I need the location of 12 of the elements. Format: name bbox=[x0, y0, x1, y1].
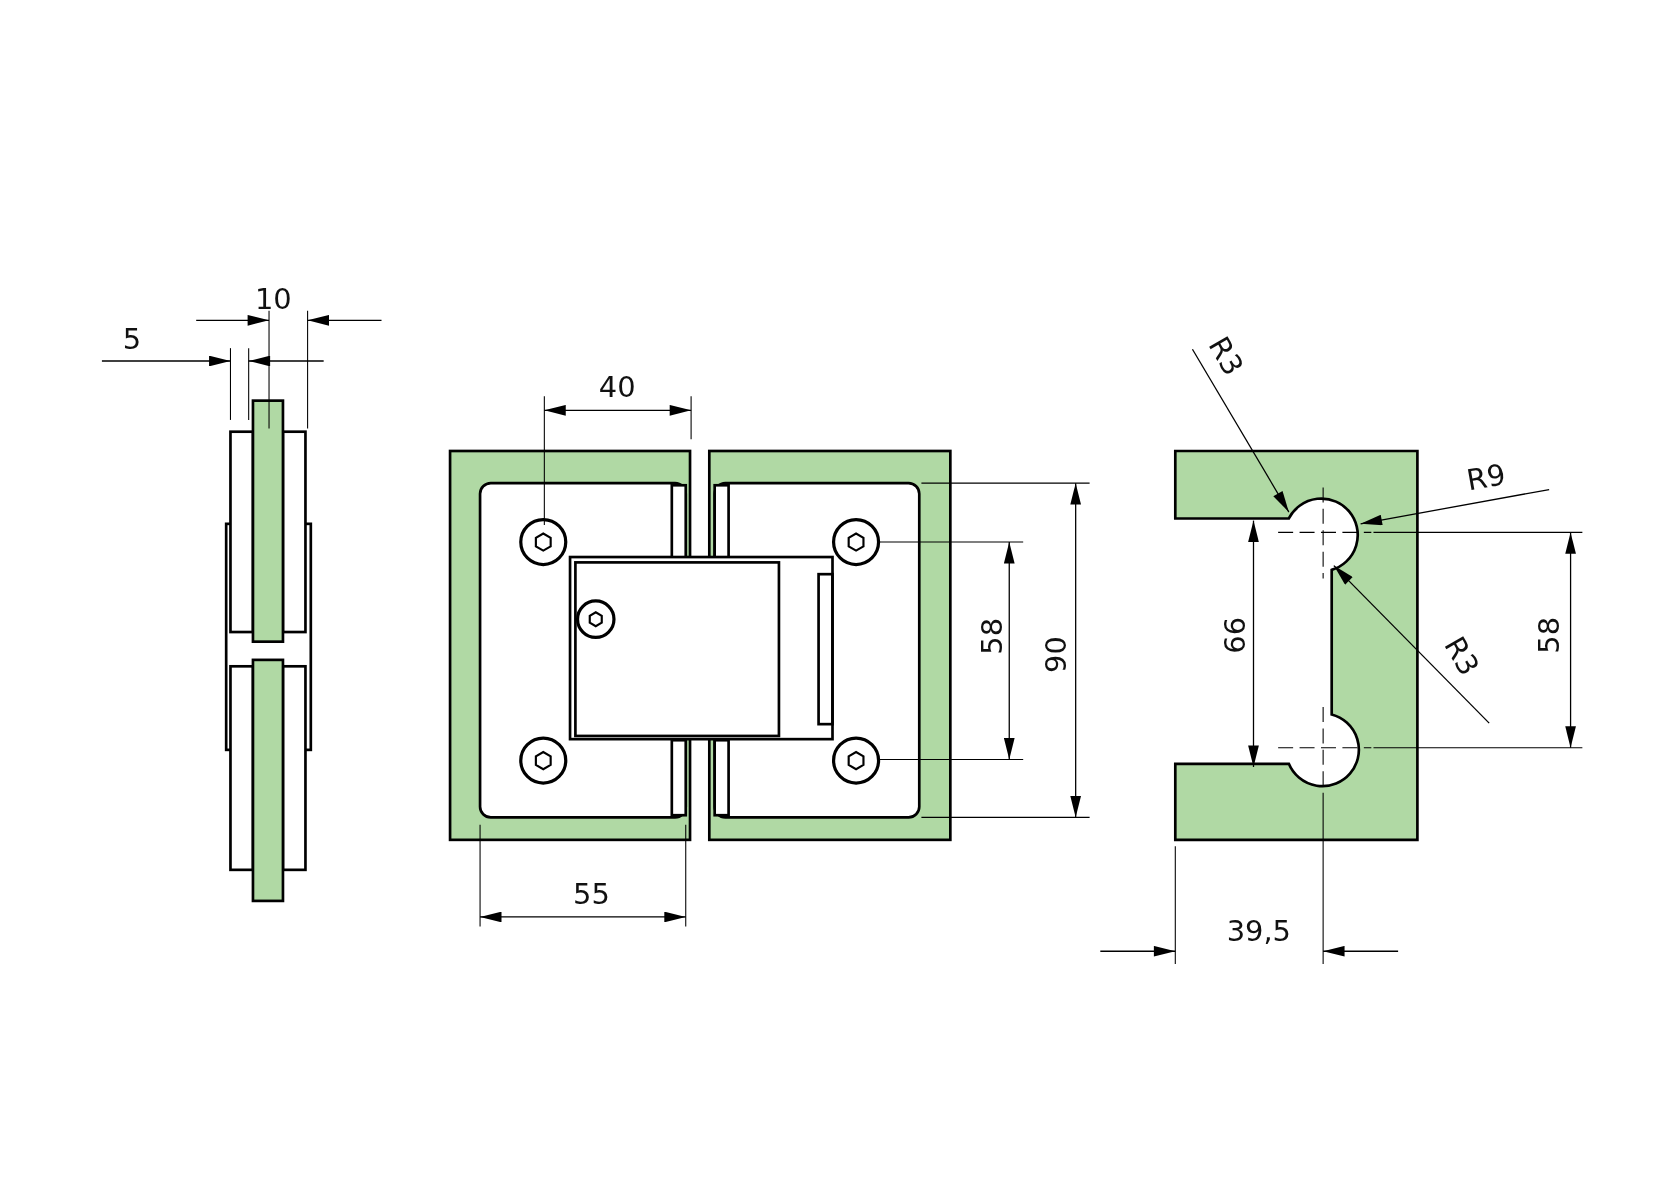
dimension-label: 5 bbox=[122, 322, 142, 357]
dimension-label: 40 bbox=[598, 370, 636, 405]
dimension-label: 39,5 bbox=[1226, 913, 1292, 948]
dimension-label: R9 bbox=[1464, 457, 1508, 498]
dimension-label: R3 bbox=[1201, 330, 1251, 382]
dimension-label: 66 bbox=[1217, 616, 1252, 654]
dimension-label: 55 bbox=[573, 877, 610, 912]
dimension-label: R3 bbox=[1437, 630, 1487, 682]
dimension-label: 58 bbox=[974, 617, 1009, 655]
dimension-label: 10 bbox=[254, 281, 292, 316]
dimension-label: 90 bbox=[1039, 636, 1074, 673]
dimension-label: 58 bbox=[1531, 616, 1566, 654]
